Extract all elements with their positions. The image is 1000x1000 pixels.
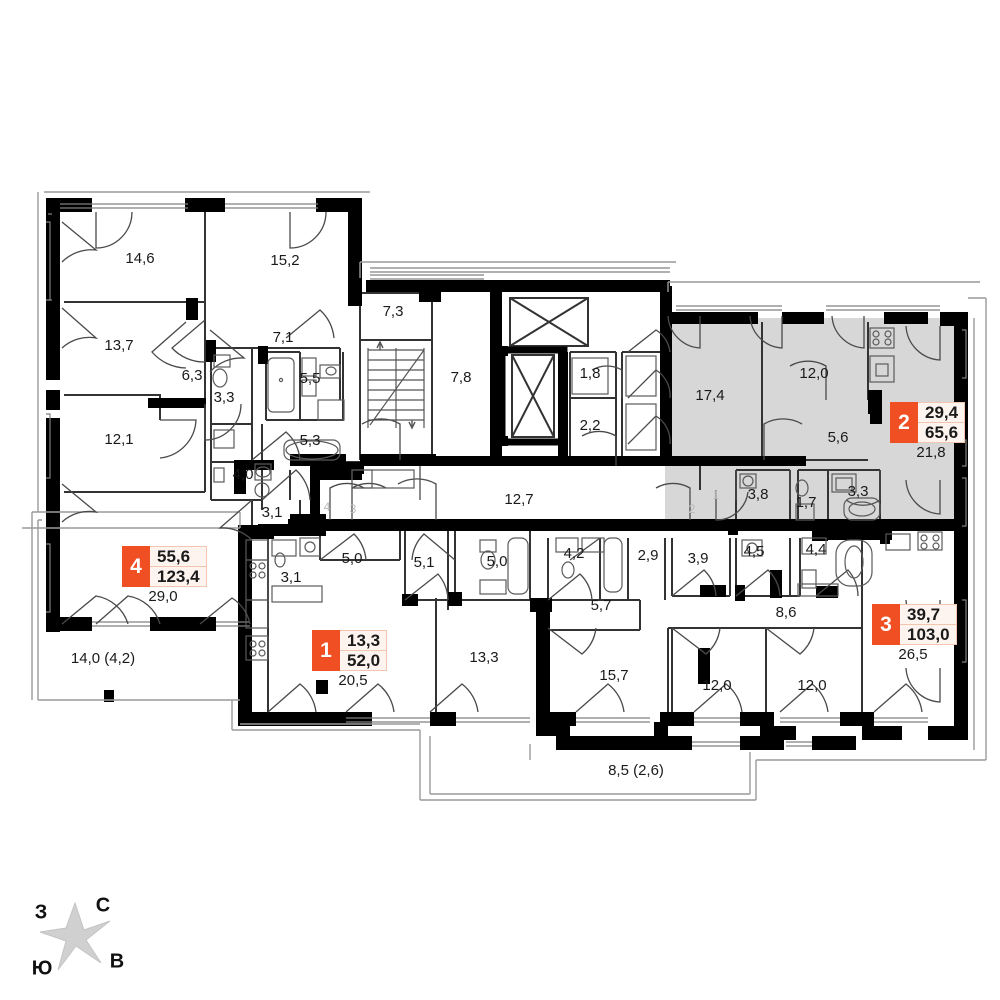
room-area-label: 5,1 [414,554,435,571]
room-area-label: 14,6 [125,250,154,267]
room-area-label: 13,7 [104,337,133,354]
room-area-label: 12,0 [702,677,731,694]
room-area-label: 3,3 [848,483,869,500]
room-area-label: 26,5 [898,646,927,663]
room-area-label: 5,6 [828,429,849,446]
room-area-label: 5,7 [591,597,612,614]
entrance-door-number: 3 [350,502,357,516]
room-area-label: 1,7 [796,494,817,511]
room-area-label: 3,3 [214,389,235,406]
room-area-label: 8,6 [776,604,797,621]
room-area-label: 12,7 [504,491,533,508]
entrance-door-number: 4 [324,500,331,514]
room-area-label: 12,0 [799,365,828,382]
windows [46,203,967,747]
room-area-label: 5,3 [300,432,321,449]
door-swings [61,211,941,713]
apartment-living-area: 39,7 [900,605,956,625]
apartment-total-area: 52,0 [347,651,381,670]
apartment-room-count: 3 [872,604,900,645]
room-area-label: 12,1 [104,431,133,448]
room-labels: 14,6 15,2 13,7 12,1 6,3 7,1 3,3 5,5 5,3 4,0 3,1 7,3… [71,250,946,779]
apartment-room-count: 4 [122,546,150,587]
room-area-label: 2,9 [638,547,659,564]
room-area-label: 1,8 [580,365,601,382]
room-area-label: 17,4 [695,387,724,404]
fixtures [212,327,943,661]
room-area-label: 14,0 (4,2) [71,650,135,667]
room-area-label: 21,8 [916,444,945,461]
room-area-label: 5,5 [300,370,321,387]
apartment-living-area: 29,4 [918,403,965,423]
room-area-label: 5,0 [487,553,508,570]
door-entry-numbers: 4 3 2 1 [324,488,720,516]
room-area-label: 7,8 [451,369,472,386]
apartment-room-count: 1 [312,630,340,671]
compass-east: В [110,950,124,972]
room-area-label: 13,3 [469,649,498,666]
apartment-room-count: 2 [890,402,918,443]
apartment-total-area: 65,6 [925,423,959,442]
room-area-label: 2,2 [580,417,601,434]
room-area-label: 8,5 (2,6) [608,762,664,779]
compass-south: Ю [32,957,53,979]
room-area-label: 6,3 [182,367,203,384]
compass-rose: С З В Ю [32,894,125,979]
room-area-label: 15,7 [599,667,628,684]
room-area-label: 7,3 [383,303,404,320]
room-area-label: 4,5 [744,543,765,560]
apartment-living-area: 55,6 [150,547,206,567]
room-area-label: 7,1 [273,329,294,346]
apartment-total-area: 103,0 [907,625,950,644]
room-area-label: 4,2 [564,545,585,562]
room-area-label: 4,4 [806,541,827,558]
entrance-door-number: 2 [689,502,696,516]
structural-walls [46,198,968,750]
room-area-label: 3,1 [281,569,302,586]
balcony-outlines [22,191,987,801]
room-area-label: 12,0 [797,677,826,694]
entrance-door-number: 1 [713,488,720,502]
apartment-living-area: 13,3 [340,631,387,651]
compass-north: С [96,894,110,916]
compass-west: З [35,901,48,923]
apartment-total-area: 123,4 [157,567,200,586]
room-area-label: 5,0 [342,550,363,567]
room-area-label: 29,0 [148,588,177,605]
room-area-label: 20,5 [338,672,367,689]
room-area-label: 15,2 [270,252,299,269]
room-area-label: 3,1 [262,504,283,521]
room-area-label: 3,8 [748,486,769,503]
room-area-label: 4,0 [233,466,254,483]
room-area-label: 3,9 [688,550,709,567]
